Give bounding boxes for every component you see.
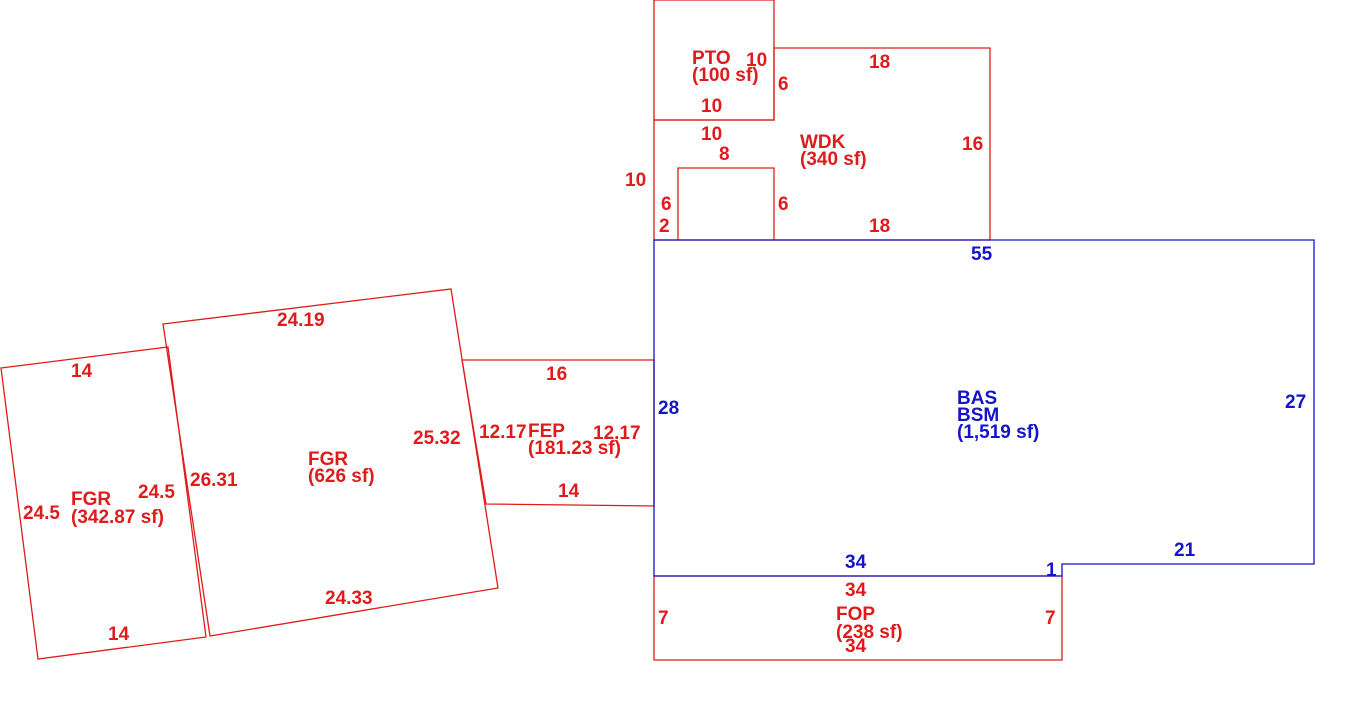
dim-fep-right: 12.17 — [593, 423, 641, 444]
dim-fop-right: 7 — [1045, 608, 1056, 629]
dim-fep-top: 16 — [546, 364, 567, 385]
dim-fgr-large-top: 24.19 — [277, 310, 325, 331]
dim-bas-bottom-right: 21 — [1174, 540, 1196, 561]
dim-bas-step: 1 — [1046, 560, 1057, 581]
dim-bas-right: 27 — [1285, 392, 1306, 413]
dim-fep-bottom: 14 — [558, 481, 580, 502]
fgr-large-area: (626 sf) — [308, 466, 375, 487]
dim-wdk-left: 10 — [625, 170, 646, 191]
dim-pto-bottom: 10 — [701, 96, 722, 117]
dim-fop-left: 7 — [658, 608, 669, 629]
wdk-notch-outline — [677, 167, 775, 240]
wdk-area: (340 sf) — [800, 149, 867, 170]
dim-wdk-top: 18 — [869, 52, 890, 73]
dim-wdk-inner-top: 10 — [701, 124, 722, 145]
dim-wdk-notch-left: 6 — [661, 194, 672, 215]
dim-wdk-notch-right: 6 — [778, 194, 789, 215]
fep-code: FEP — [528, 421, 565, 442]
dim-bas-left: 28 — [658, 398, 679, 419]
dim-bas-top: 55 — [971, 244, 993, 265]
bas-outline — [653, 239, 1315, 577]
bas-code: BAS — [957, 388, 997, 409]
dim-wdk-right: 16 — [962, 134, 983, 155]
dim-fop-bottom: 34 — [845, 636, 867, 657]
dim-wdk-step: 6 — [778, 74, 789, 95]
dim-wdk-bottom: 18 — [869, 216, 890, 237]
fop-area: (238 sf) — [836, 622, 903, 643]
pto-code: PTO — [692, 48, 731, 69]
dim-wdk-notch-top: 8 — [719, 144, 730, 165]
fgr-small-outline — [0, 346, 207, 660]
dim-fgr-small-top: 14 — [71, 361, 93, 382]
fop-code: FOP — [836, 604, 875, 625]
dim-pto-right: 10 — [746, 50, 767, 71]
dim-fgr-large-bottom: 24.33 — [325, 588, 373, 609]
wdk-code: WDK — [800, 132, 846, 153]
dim-wdk-small: 2 — [659, 216, 670, 237]
pto-area: (100 sf) — [692, 65, 759, 86]
dim-fep-left: 12.17 — [479, 422, 527, 443]
dim-fgr-small-right: 24.5 — [138, 482, 175, 503]
fgr-large-outline — [162, 288, 499, 637]
fgr-small-code: FGR — [71, 489, 111, 510]
fep-area: (181.23 sf) — [528, 438, 621, 459]
fgr-large-code: FGR — [308, 449, 348, 470]
dim-fgr-large-right: 25.32 — [413, 428, 461, 449]
dim-fgr-small-left: 24.5 — [23, 503, 60, 524]
dim-fop-top: 34 — [845, 580, 867, 601]
dim-bas-bottom-left: 34 — [845, 552, 867, 573]
dim-fgr-large-left: 26.31 — [190, 470, 238, 491]
fgr-small-area: (342.87 sf) — [71, 507, 164, 528]
dim-fgr-small-bottom: 14 — [108, 624, 130, 645]
bsm-code: BSM — [957, 405, 999, 426]
bas-area: (1,519 sf) — [957, 422, 1039, 443]
